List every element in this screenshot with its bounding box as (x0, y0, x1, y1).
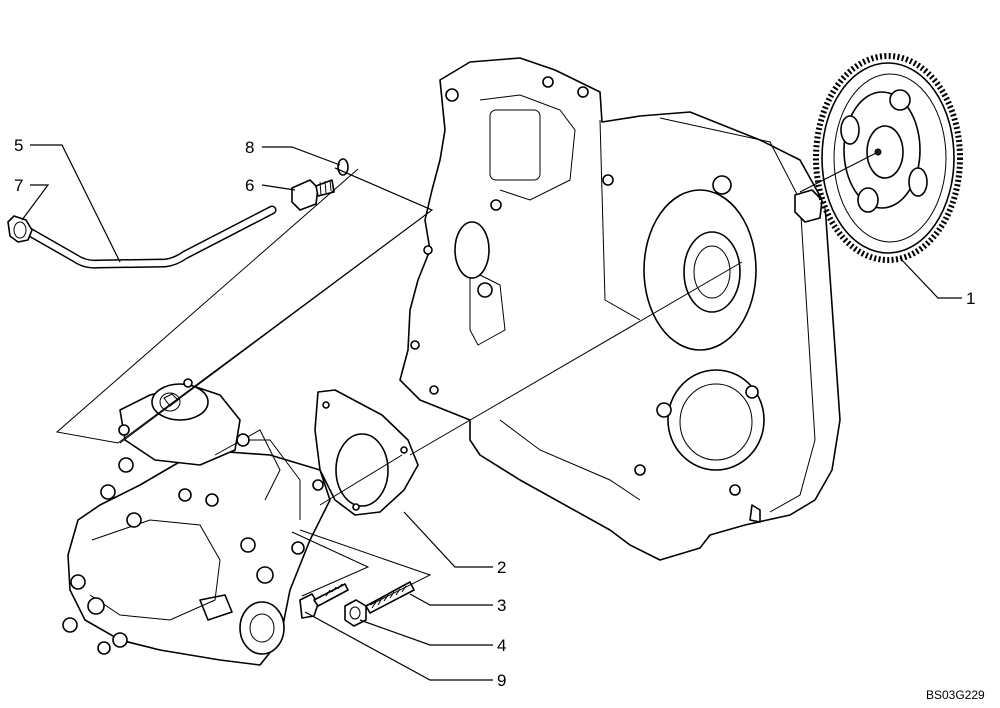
callout-8: 8 (245, 138, 254, 157)
mounting-bolt (299, 583, 349, 619)
sealing-washer (337, 158, 349, 176)
fuel-injection-pump (62, 378, 331, 666)
pipe-end-fitting (7, 215, 33, 243)
callout-2: 2 (497, 558, 506, 577)
callout-labels: 1 2 3 4 5 6 7 8 9 (14, 136, 975, 690)
callout-9: 9 (497, 671, 506, 690)
mounting-stud (365, 581, 415, 614)
leader-lines (21, 144, 962, 681)
figure-reference-code: BS03G229 (926, 688, 985, 702)
callout-5: 5 (14, 136, 23, 155)
callout-6: 6 (245, 176, 254, 195)
pump-mounting-gasket (314, 389, 419, 516)
timing-gear-housing (399, 57, 841, 561)
callout-1: 1 (966, 289, 975, 308)
fuel-pipe (21, 205, 277, 269)
hex-nut (344, 599, 367, 627)
injection-pump-gear (813, 53, 963, 263)
callout-7: 7 (14, 176, 23, 195)
union-fitting (291, 179, 335, 211)
assembly-centerlines (55, 151, 879, 606)
callout-3: 3 (497, 596, 506, 615)
callout-4: 4 (497, 636, 506, 655)
